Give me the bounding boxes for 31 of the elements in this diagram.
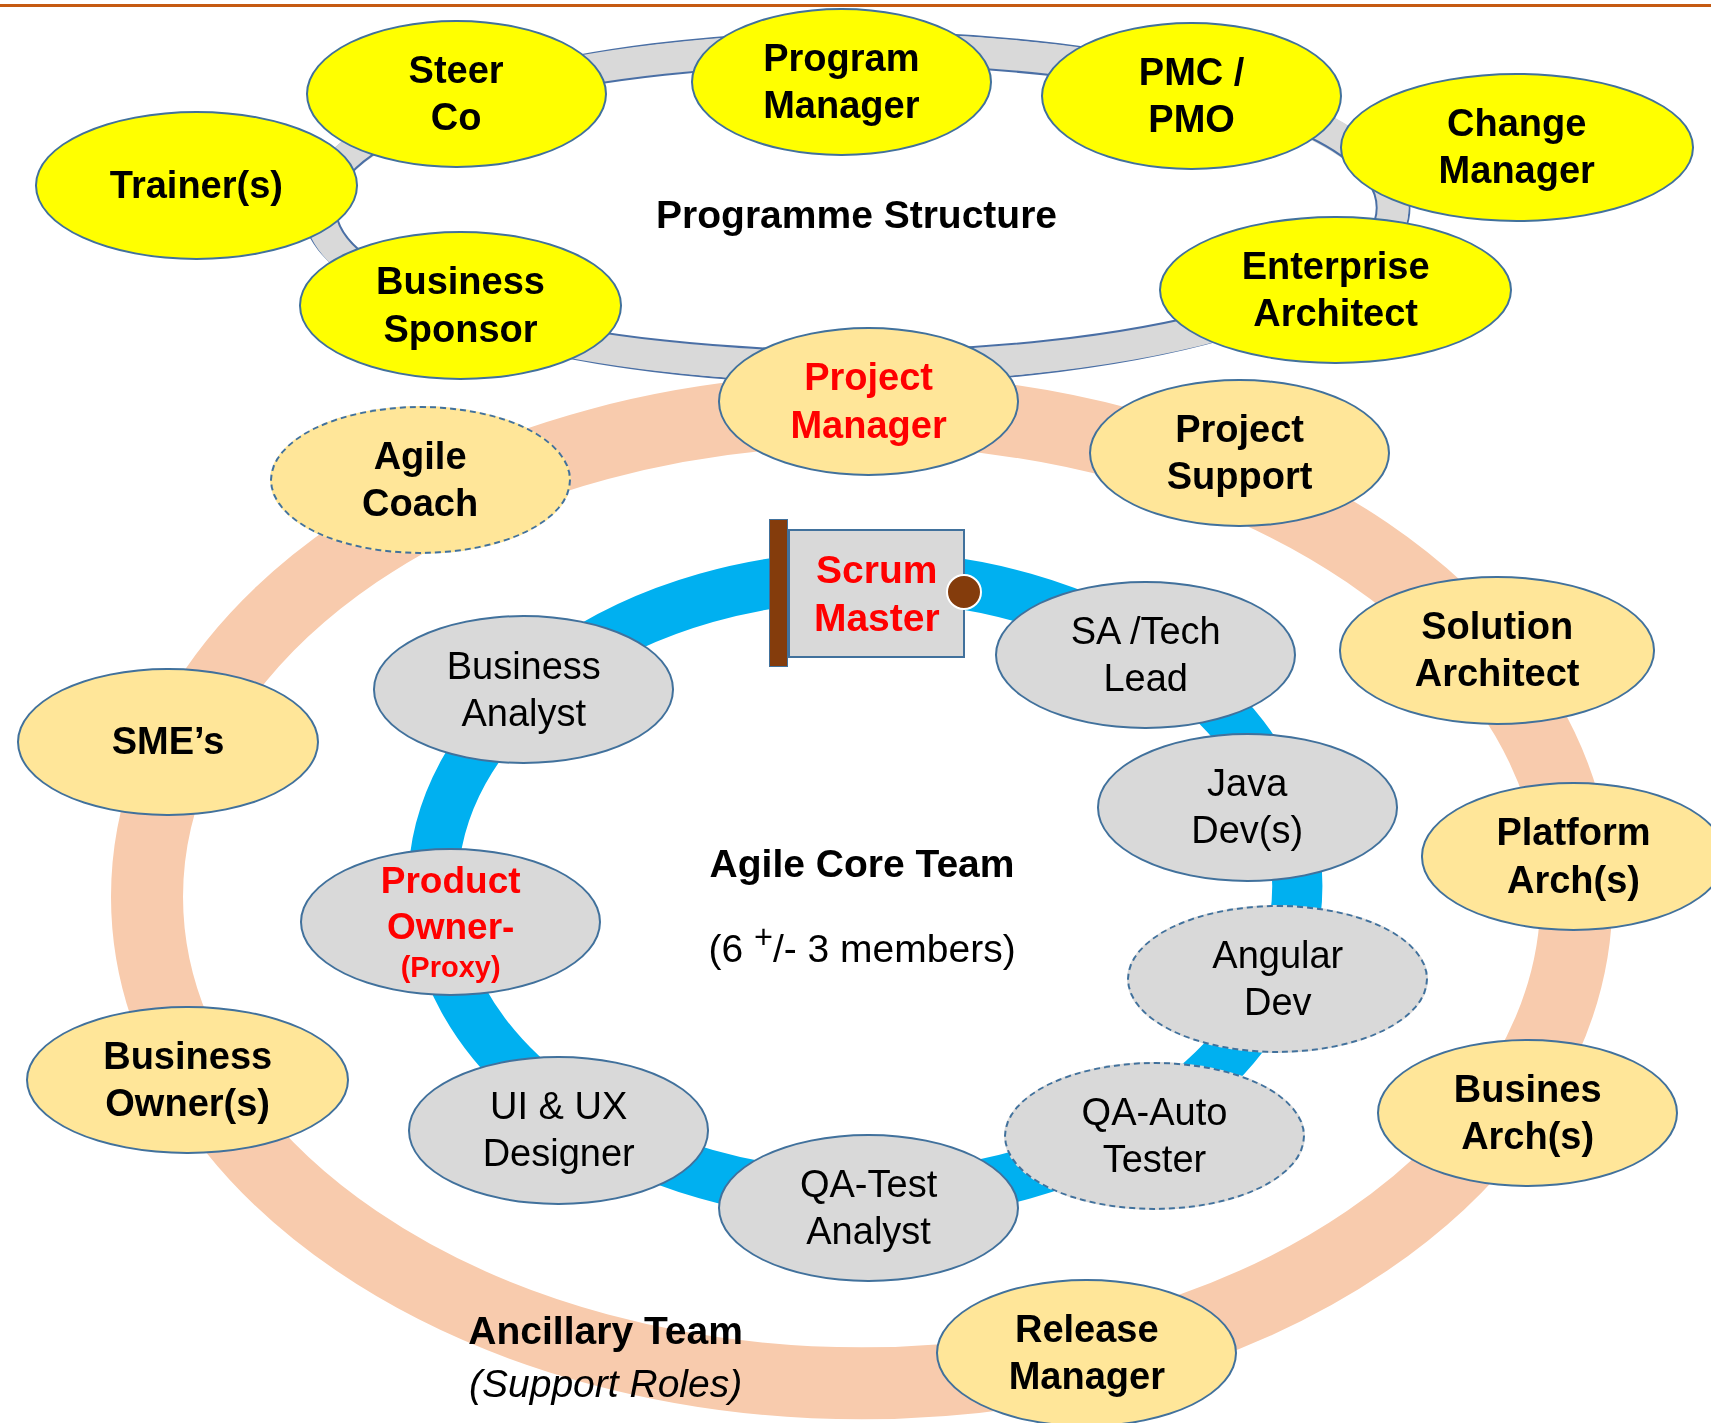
group-title: Ancillary Team (468, 1309, 743, 1354)
role-label: Busines Arch(s) (1452, 1066, 1603, 1159)
role-label: UI & UX Designer (481, 1084, 636, 1177)
role-label: SME’s (111, 719, 225, 765)
role-label: Project Manager (789, 355, 948, 448)
role-label: PMC / PMO (1137, 49, 1246, 142)
role-label: Angular Dev (1211, 932, 1345, 1025)
group-subtitle: (Support Roles) (469, 1361, 743, 1406)
group-title: Programme Structure (656, 192, 1058, 237)
role-label: Scrum Master (812, 546, 941, 641)
role-label: Trainer(s) (109, 162, 283, 208)
role-label: QA-Auto Tester (1080, 1089, 1229, 1182)
role-label: Enterprise Architect (1240, 244, 1431, 337)
group-title: Agile Core Team (709, 842, 1015, 887)
role-label: Business Analyst (445, 643, 602, 736)
role-note: (Proxy) (400, 949, 501, 985)
role-label: Steer Co (407, 47, 505, 140)
role-label: Change Manager (1437, 101, 1596, 194)
role-label: Java Dev(s) (1190, 761, 1305, 854)
role-label: Business Owner(s) (102, 1034, 274, 1127)
role-label: Agile Coach (361, 434, 480, 527)
role-label: QA-Test Analyst (798, 1161, 939, 1254)
role-label: Release Manager (1007, 1306, 1166, 1400)
role-label: Business Sponsor (375, 259, 546, 352)
role-label: Project Support (1165, 406, 1314, 499)
role-label: Program Manager (762, 35, 921, 128)
group-subtitle: (6 $^{+}$/- 3 members) (708, 918, 1016, 971)
role-label: SA /Tech Lead (1069, 608, 1222, 701)
role-label: Platform Arch(s) (1495, 810, 1652, 903)
role-label: Solution Architect (1413, 604, 1581, 697)
role-label: Product Owner- (379, 859, 522, 950)
